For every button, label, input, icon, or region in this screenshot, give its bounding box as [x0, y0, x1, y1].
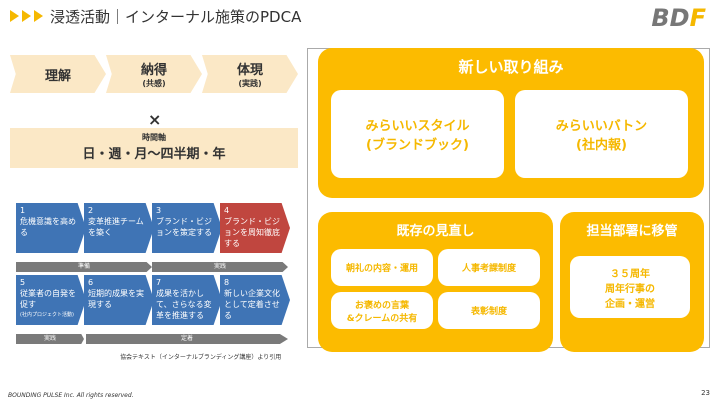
step-text: ブランド・ビジョンを策定する [156, 217, 212, 237]
cross-symbol: × [148, 110, 162, 129]
step-text: 成果を活かして、さらなる変革を推進する [156, 289, 212, 320]
phase-bar: 実践 [16, 334, 84, 344]
step-number: 1 [20, 206, 26, 215]
copyright: BOUNDING PULSE Inc. All rights reserved. [8, 392, 134, 399]
transfer-card: ３５周年 周年行事の 企画・運営 [570, 256, 690, 318]
initiative-card: みらいいバトン (社内報) [515, 90, 688, 178]
page-title: 浸透活動｜インターナル施策のPDCA [10, 6, 301, 27]
page-number: 23 [701, 389, 710, 397]
logo: BDF [651, 4, 706, 32]
timeline: 時間軸 日・週・月〜四半期・年 [10, 128, 298, 168]
step-4: 4 ブランド・ビジョンを周知徹底する [220, 203, 290, 253]
review-card: 表彰制度 [438, 292, 540, 329]
step-text: 新しい企業文化として定着させる [224, 289, 280, 320]
step-text: ブランド・ビジョンを周知徹底する [224, 217, 280, 248]
step-8: 8 新しい企業文化として定着させる [220, 275, 290, 325]
arrow-icon [10, 8, 46, 26]
step-text: 従業者の自発を促す [20, 289, 76, 309]
step-text: 危機意識を高める [20, 217, 76, 237]
step-number: 3 [156, 206, 162, 215]
new-initiatives-panel: 新しい取り組み みらいいスタイル (ブランドブック) みらいいバトン (社内報) [318, 48, 704, 198]
step-6: 6 短期的成果を実現する [84, 275, 154, 325]
initiative-card: みらいいスタイル (ブランドブック) [331, 90, 504, 178]
step-number: 6 [88, 278, 94, 287]
step-note: (社内プロジェクト活動) [20, 312, 74, 318]
review-card: お褒めの言葉 &クレームの共有 [331, 292, 433, 329]
step-3: 3 ブランド・ビジョンを策定する [152, 203, 222, 253]
phase-bar: 実践 [152, 262, 288, 272]
transfer-panel: 担当部署に移管 ３５周年 周年行事の 企画・運営 [560, 212, 704, 352]
step-text: 短期的成果を実現する [88, 289, 144, 309]
review-card: 朝礼の内容・運用 [331, 249, 433, 286]
citation: 協会テキスト（インターナルブランディング講座）より引用 [120, 354, 282, 361]
step-7: 7 成果を活かして、さらなる変革を推進する [152, 275, 222, 325]
process-step: 納得(共感) [106, 55, 202, 93]
step-number: 4 [224, 206, 230, 215]
step-5: 5 従業者の自発を促す (社内プロジェクト活動) [16, 275, 86, 325]
phase-bar: 定着 [86, 334, 288, 344]
step-number: 7 [156, 278, 162, 287]
review-card: 人事考課制度 [438, 249, 540, 286]
step-text: 変革推進チームを築く [88, 217, 144, 237]
step-number: 5 [20, 278, 26, 287]
process-step: 体現(実践) [202, 55, 298, 93]
step-2: 2 変革推進チームを築く [84, 203, 154, 253]
step-number: 8 [224, 278, 230, 287]
phase-bar: 準備 [16, 262, 152, 272]
step-number: 2 [88, 206, 94, 215]
review-panel: 既存の見直し 朝礼の内容・運用 人事考課制度 お褒めの言葉 &クレームの共有 表… [318, 212, 553, 352]
step-1: 1 危機意識を高める [16, 203, 86, 253]
process-step: 理解 [10, 55, 106, 93]
